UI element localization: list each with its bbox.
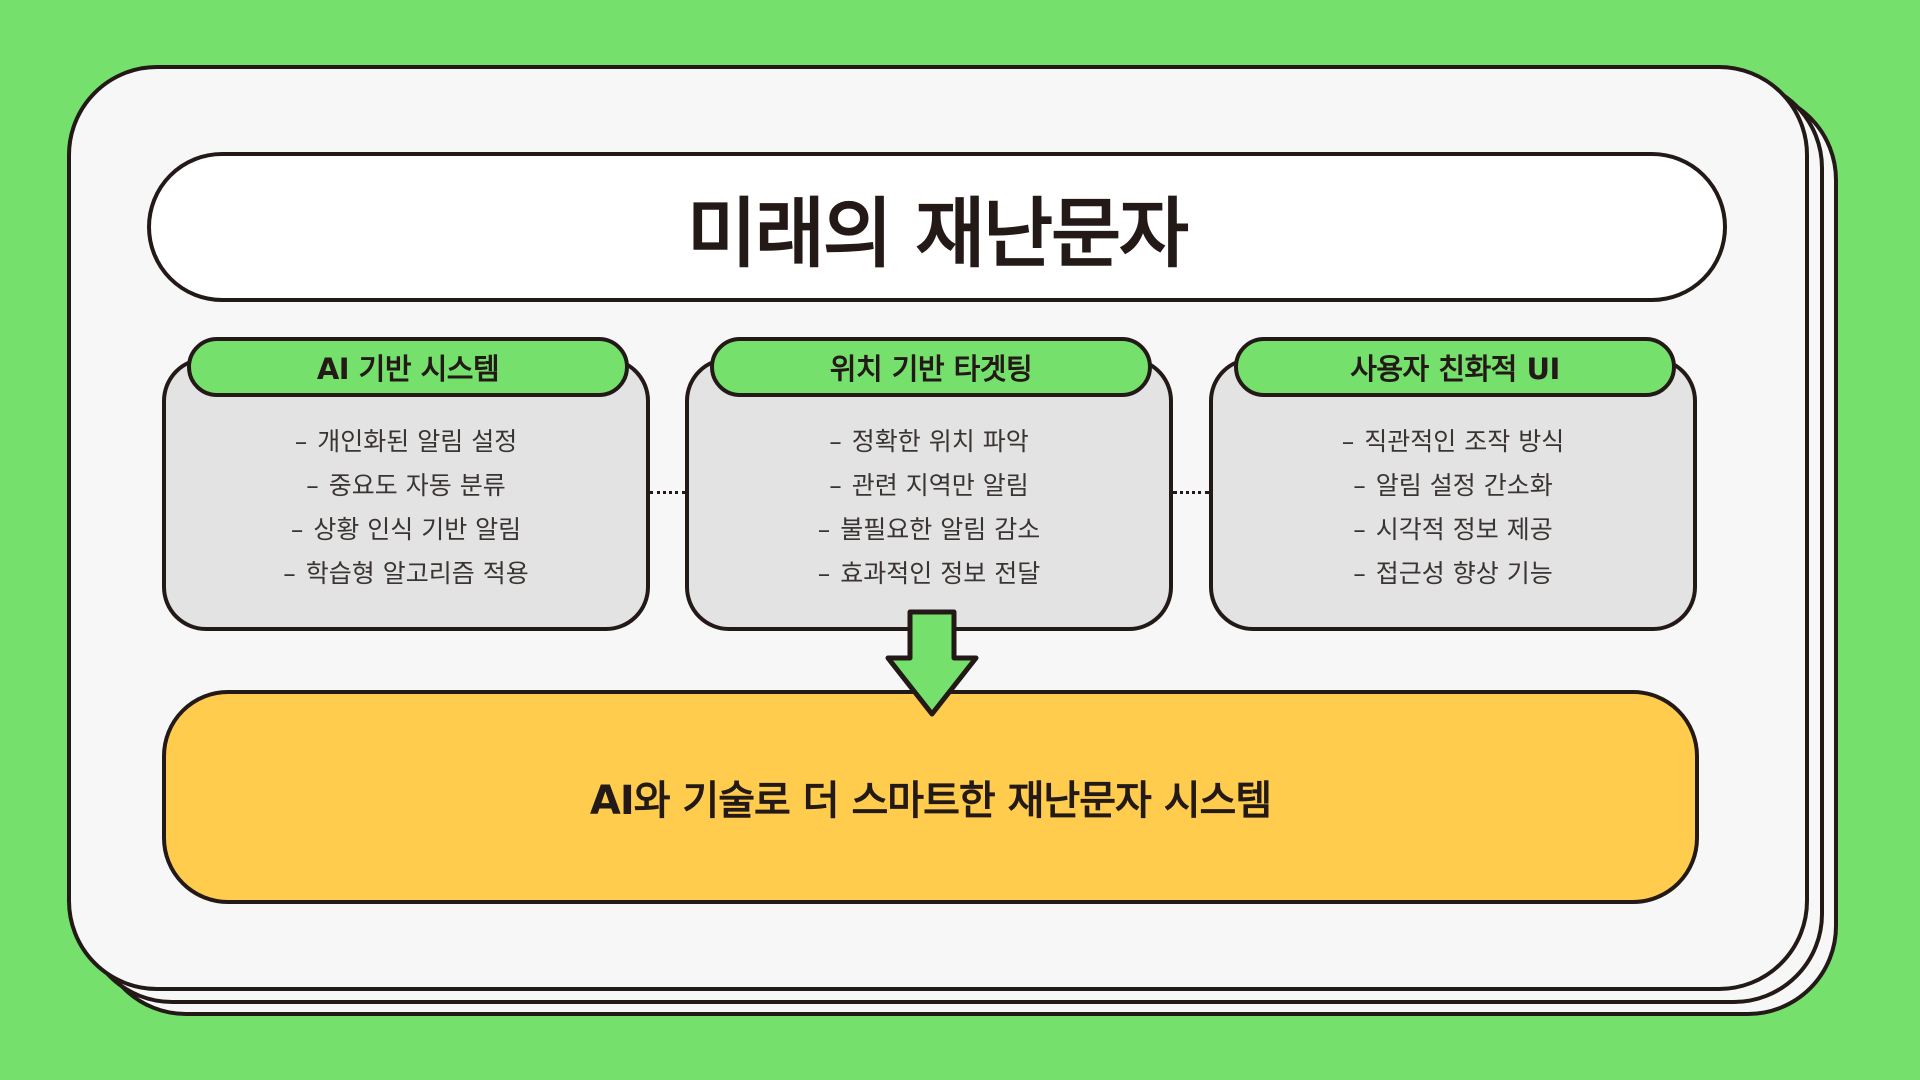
list-item: –불필요한 알림 감소 (817, 515, 1041, 544)
dash-icon: – (829, 471, 842, 500)
dash-icon: – (283, 559, 296, 588)
dash-icon: – (306, 471, 319, 500)
feature-box-ai (162, 357, 650, 631)
list-item: –알림 설정 간소화 (1353, 471, 1553, 500)
feature-tab-ai: AI 기반 시스템 (187, 337, 629, 397)
list-item: –상황 인식 기반 알림 (290, 515, 522, 544)
list-item: –관련 지역만 알림 (829, 471, 1029, 500)
feature-list-location: –정확한 위치 파악 –관련 지역만 알림 –불필요한 알림 감소 –효과적인 … (685, 420, 1173, 596)
dash-icon: – (829, 427, 842, 456)
list-item: –효과적인 정보 전달 (817, 559, 1041, 588)
title-banner: 미래의 재난문자 (147, 152, 1727, 302)
list-item: –직관적인 조작 방식 (1341, 427, 1565, 456)
result-box: AI와 기술로 더 스마트한 재난문자 시스템 (162, 690, 1699, 904)
feature-list-ai: –개인화된 알림 설정 –중요도 자동 분류 –상황 인식 기반 알림 –학습형… (162, 420, 650, 596)
dash-icon: – (1341, 427, 1355, 456)
dash-icon: – (817, 559, 831, 588)
list-item: –학습형 알고리즘 적용 (283, 559, 529, 588)
dash-icon: – (1353, 559, 1366, 588)
list-item: –중요도 자동 분류 (306, 471, 506, 500)
feature-tab-ui: 사용자 친화적 UI (1234, 337, 1676, 397)
feature-box-location (685, 357, 1173, 631)
dash-icon: – (817, 515, 831, 544)
dotted-connector-left (650, 491, 685, 494)
page-title: 미래의 재난문자 (687, 189, 1189, 278)
list-item: –정확한 위치 파악 (829, 427, 1029, 456)
feature-tab-location: 위치 기반 타겟팅 (710, 337, 1152, 397)
list-item: –접근성 향상 기능 (1353, 559, 1553, 588)
dash-icon: – (1353, 515, 1366, 544)
dash-icon: – (290, 515, 304, 544)
result-label: AI와 기술로 더 스마트한 재난문자 시스템 (589, 778, 1272, 824)
down-arrow-icon (885, 609, 979, 717)
feature-list-ui: –직관적인 조작 방식 –알림 설정 간소화 –시각적 정보 제공 –접근성 향… (1209, 420, 1697, 596)
dash-icon: – (1353, 471, 1366, 500)
list-item: –시각적 정보 제공 (1353, 515, 1553, 544)
dash-icon: – (294, 427, 308, 456)
dotted-connector-right (1173, 491, 1209, 494)
list-item: –개인화된 알림 설정 (294, 427, 518, 456)
